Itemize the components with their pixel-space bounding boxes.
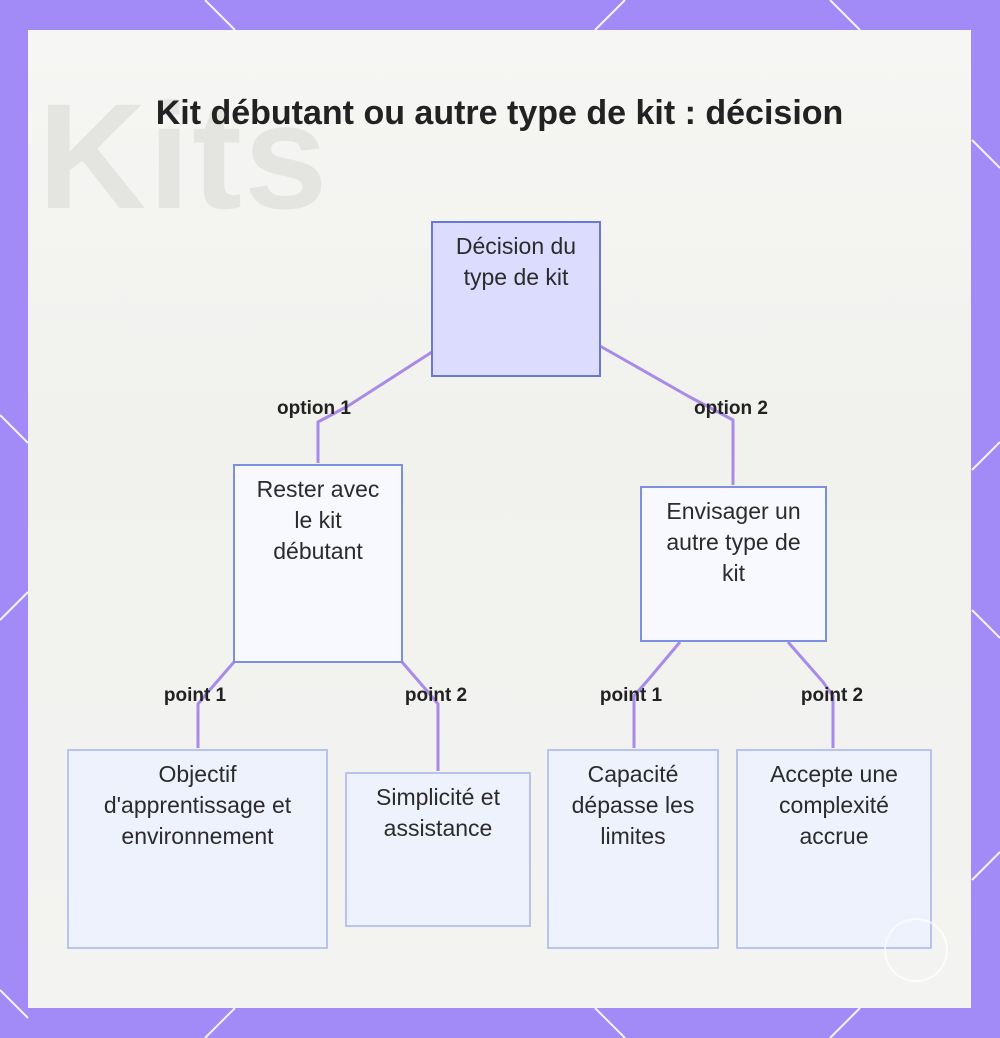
watermark-logo-icon <box>884 918 948 982</box>
connector-lines <box>196 344 835 771</box>
edge-root-option2 <box>599 344 735 485</box>
background-word: Kits <box>38 72 330 240</box>
edge-label-option-2: option 2 <box>694 398 768 419</box>
edge-label-point-2-left: point 2 <box>404 685 468 706</box>
edge-label-point-1-left: point 1 <box>163 685 227 706</box>
node-option-stay-beginner-kit: Rester avec le kit débutant <box>233 464 403 663</box>
edge-label-point-1-right: point 1 <box>599 685 663 706</box>
node-accepts-more-complexity: Accepte une complexité accrue <box>736 749 932 949</box>
edge-label-option-1: option 1 <box>277 398 351 419</box>
edge-root-option1 <box>316 350 433 463</box>
diagram-card: Kits Kit débutant ou autre type de kit :… <box>28 30 971 1008</box>
node-learning-goal-environment: Objectif d'apprentissage et environnemen… <box>67 749 328 949</box>
edge-label-point-2-right: point 2 <box>800 685 864 706</box>
edge-option1-point2 <box>400 661 440 771</box>
edge-option2-point1 <box>632 641 682 748</box>
node-simplicity-assistance: Simplicité et assistance <box>345 772 531 927</box>
edge-option1-point1 <box>196 661 236 748</box>
diagram-title: Kit débutant ou autre type de kit : déci… <box>155 94 844 132</box>
edge-option2-point2 <box>786 641 835 748</box>
node-capacity-exceeds-limits: Capacité dépasse les limites <box>547 749 719 949</box>
node-root-decision: Décision du type de kit <box>431 221 601 377</box>
node-option-other-kit: Envisager un autre type de kit <box>640 486 827 642</box>
